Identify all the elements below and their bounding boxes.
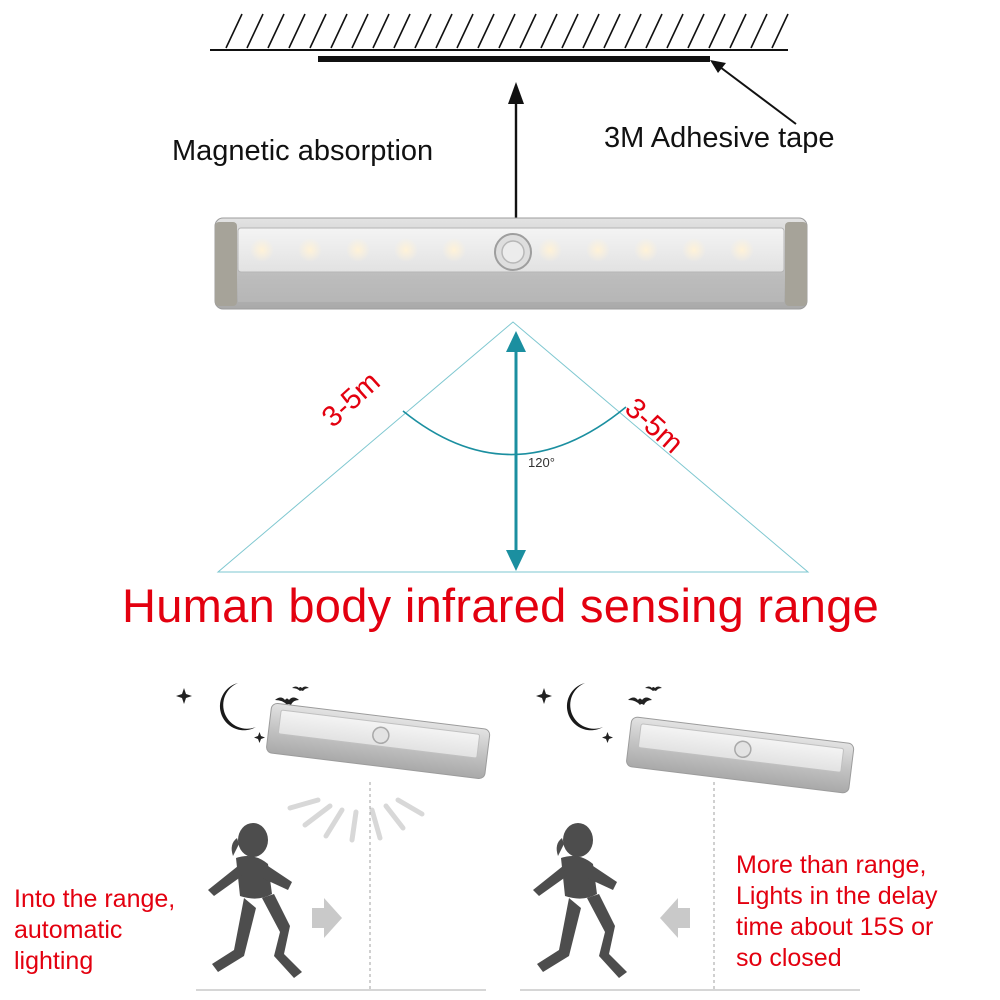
ceiling [210, 13, 789, 51]
light-bar-right [626, 716, 855, 794]
led-row [250, 238, 754, 262]
left-caption-line: Into the range, [14, 885, 176, 913]
led-glow [346, 238, 370, 262]
light-rays [287, 797, 425, 843]
led-glow [298, 238, 322, 262]
hatch-mark [435, 13, 453, 49]
bat-icon [275, 697, 299, 705]
hatch-mark [267, 13, 285, 49]
hatch-mark [351, 13, 369, 49]
hatch-mark [645, 13, 663, 49]
left-caption-line: automatic [14, 916, 123, 944]
ceiling-hatching [225, 13, 789, 49]
right-caption-line: so closed [736, 944, 842, 972]
tape-pointer-arrow [710, 60, 797, 125]
hatch-mark [708, 13, 726, 49]
led-glow [442, 238, 466, 262]
led-glow [634, 238, 658, 262]
arrow-left-icon [660, 898, 690, 938]
hatch-mark [750, 13, 768, 49]
hatch-mark [582, 13, 600, 49]
angle-label: 120° [528, 455, 555, 470]
hatch-mark [687, 13, 705, 49]
hatch-mark [624, 13, 642, 49]
hatch-mark [519, 13, 537, 49]
led-glow [586, 238, 610, 262]
hatch-mark [498, 13, 516, 49]
hatch-mark [372, 13, 390, 49]
child-silhouette-icon [533, 823, 627, 978]
hatch-mark [414, 13, 432, 49]
magnetic-arrow [508, 82, 524, 218]
hatch-mark [540, 13, 558, 49]
hatch-mark [729, 13, 747, 49]
scene-right [533, 683, 855, 990]
hatch-mark [309, 13, 327, 49]
hatch-mark [393, 13, 411, 49]
right-caption: More than range, Lights in the delay tim… [736, 850, 998, 974]
star-icon [536, 688, 552, 704]
scene-left [176, 683, 491, 990]
hatch-mark [246, 13, 264, 49]
left-caption-line: lighting [14, 947, 94, 975]
sensing-cone [216, 321, 810, 573]
star-icon [176, 688, 192, 704]
light-bar-main [214, 217, 808, 310]
right-caption-line: More than range, [736, 851, 927, 879]
led-glow [682, 238, 706, 262]
led-glow [394, 238, 418, 262]
adhesive-tape-strip [318, 56, 710, 62]
bat-icon [292, 686, 309, 691]
tape-label: 3M Adhesive tape [604, 122, 835, 154]
hatch-mark [666, 13, 684, 49]
bat-icon [645, 686, 662, 691]
child-silhouette-icon [208, 823, 302, 978]
hatch-mark [603, 13, 621, 49]
hatch-mark [771, 13, 789, 49]
led-glow [538, 238, 562, 262]
hatch-mark [561, 13, 579, 49]
led-glow [250, 238, 274, 262]
magnetic-label: Magnetic absorption [172, 135, 434, 167]
hatch-mark [330, 13, 348, 49]
hatch-mark [456, 13, 474, 49]
star-icon [602, 732, 613, 743]
led-glow [730, 238, 754, 262]
bat-icon [628, 697, 652, 705]
star-icon [254, 732, 265, 743]
headline: Human body infrared sensing range [122, 579, 880, 632]
hatch-mark [288, 13, 306, 49]
hatch-mark [477, 13, 495, 49]
hatch-mark [225, 13, 243, 49]
right-caption-line: time about 15S or [736, 913, 934, 941]
moon-icon [219, 683, 256, 731]
light-bar-left [266, 702, 491, 780]
moon-icon [566, 683, 603, 731]
left-caption: Into the range, automatic lighting [14, 884, 204, 977]
right-caption-line: Lights in the delay [736, 882, 938, 910]
arrow-right-icon [312, 898, 342, 938]
